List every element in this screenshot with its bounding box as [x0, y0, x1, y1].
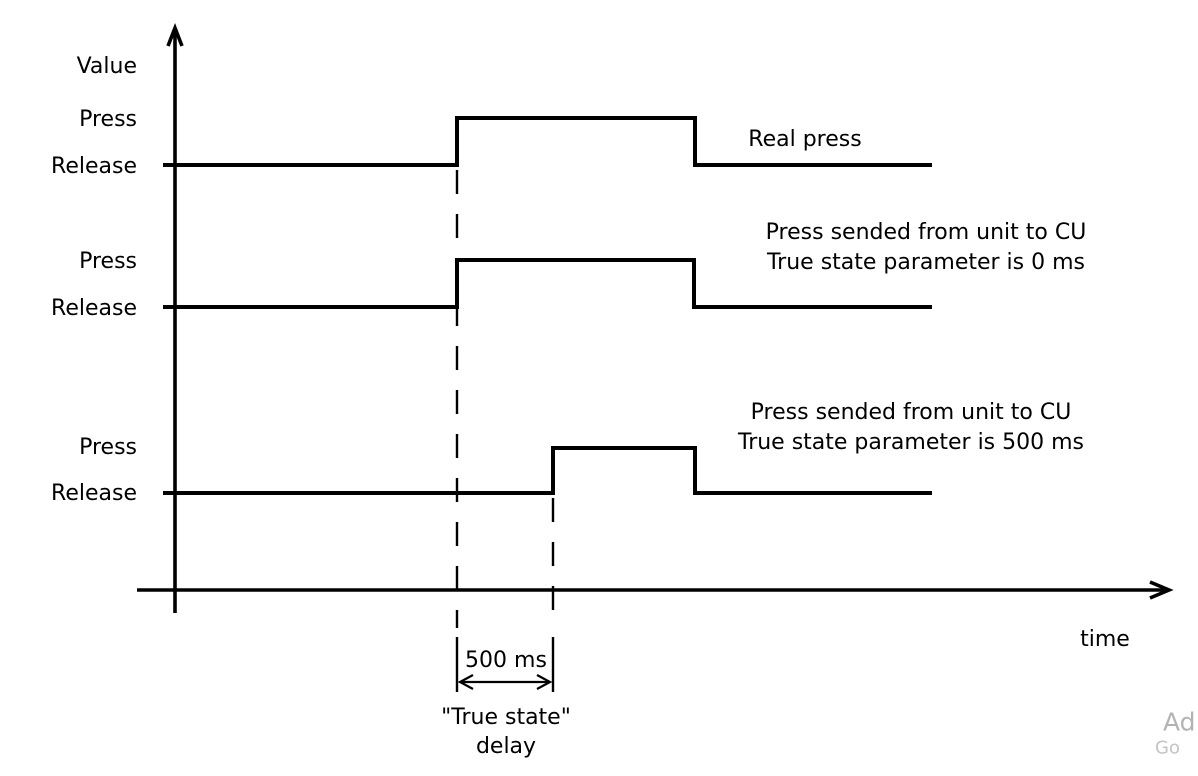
- row1-press-label: Press: [79, 107, 137, 132]
- caption-500ms-line2: True state parameter is 500 ms: [737, 430, 1085, 455]
- delay-arrow-left-icon: [457, 674, 474, 690]
- delay-value-label: 500 ms: [465, 648, 547, 673]
- caption-500ms-line1: Press sended from unit to CU: [750, 400, 1072, 425]
- delay-arrow-right-icon: [536, 674, 553, 690]
- caption-500ms: Press sended from unit to CU True state …: [661, 398, 1161, 458]
- time-axis-title: time: [1080, 627, 1130, 652]
- y-axis-arrow-icon: [166, 23, 184, 47]
- caption-real-press: Real press: [748, 127, 862, 152]
- row3-release-label: Release: [51, 481, 137, 506]
- waveform-500ms: [163, 446, 932, 495]
- caption-0ms: Press sended from unit to CU True state …: [676, 218, 1176, 278]
- delay-name-label: "True state" delay: [356, 703, 656, 761]
- watermark-bottom: Go: [1155, 737, 1180, 759]
- waveform-0ms: [163, 258, 932, 309]
- caption-0ms-line1: Press sended from unit to CU: [765, 220, 1087, 245]
- row2-release-label: Release: [51, 296, 137, 321]
- value-axis-title: Value: [76, 54, 137, 79]
- caption-0ms-line2: True state parameter is 0 ms: [766, 250, 1086, 275]
- watermark-top: Ad: [1163, 707, 1196, 737]
- delay-name-line1: "True state": [441, 705, 571, 730]
- x-axis-arrow-icon: [1149, 580, 1174, 600]
- row2-press-label: Press: [79, 249, 137, 274]
- delay-name-line2: delay: [475, 734, 537, 759]
- waveform-real-press: [163, 116, 932, 167]
- row3-press-label: Press: [79, 435, 137, 460]
- row1-release-label: Release: [51, 154, 137, 179]
